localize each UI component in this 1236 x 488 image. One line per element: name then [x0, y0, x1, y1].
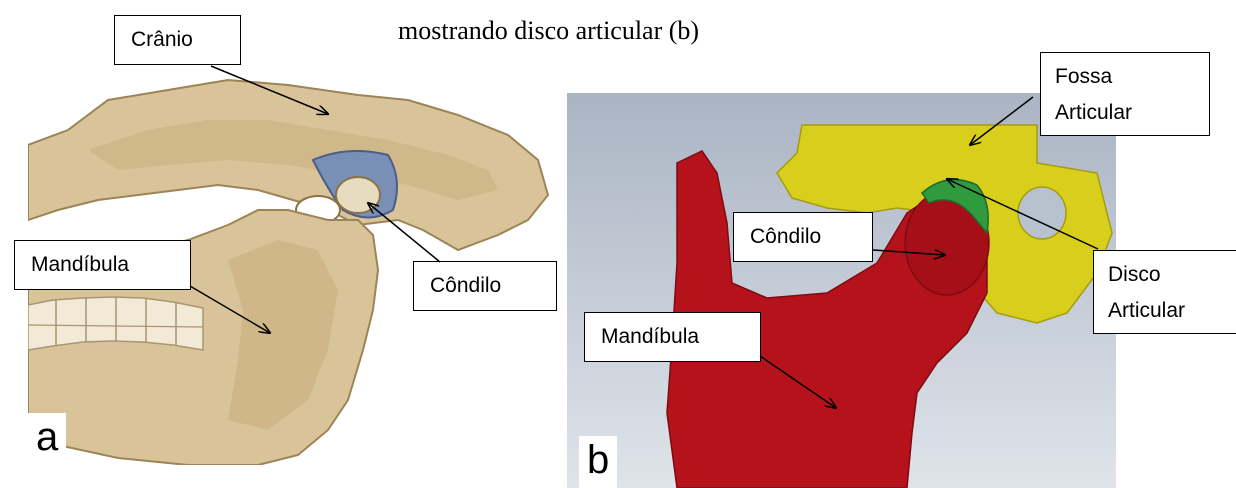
label-fossa-articular: Fossa Articular [1040, 52, 1210, 136]
fossa-hole [1018, 187, 1066, 239]
label-condilo-b: Côndilo [733, 212, 873, 262]
label-condilo-a-text: Côndilo [430, 274, 501, 298]
label-mandibula-a-text: Mandíbula [31, 253, 129, 277]
label-condilo-b-text: Côndilo [750, 225, 821, 249]
panel-a-letter: a [28, 413, 66, 465]
panel-b-3d-model: b [567, 93, 1116, 488]
label-condilo-a: Côndilo [413, 261, 557, 311]
label-mandibula-a: Mandíbula [14, 240, 191, 290]
condyle-head [336, 177, 380, 213]
label-disco-line2: Articular [1108, 293, 1236, 329]
label-disco-articular: Disco Articular [1093, 250, 1236, 334]
label-fossa-line1: Fossa [1055, 59, 1209, 95]
label-cranio-text: Crânio [131, 28, 193, 52]
label-mandibula-b-text: Mandíbula [601, 325, 699, 349]
label-fossa-line2: Articular [1055, 95, 1209, 131]
label-mandibula-b: Mandíbula [584, 312, 761, 362]
figure-caption: mostrando disco articular (b) [398, 16, 699, 46]
label-disco-line1: Disco [1108, 257, 1236, 293]
jaw-3d-model [567, 93, 1116, 488]
panel-b-letter: b [579, 436, 617, 488]
label-cranio: Crânio [114, 15, 241, 65]
